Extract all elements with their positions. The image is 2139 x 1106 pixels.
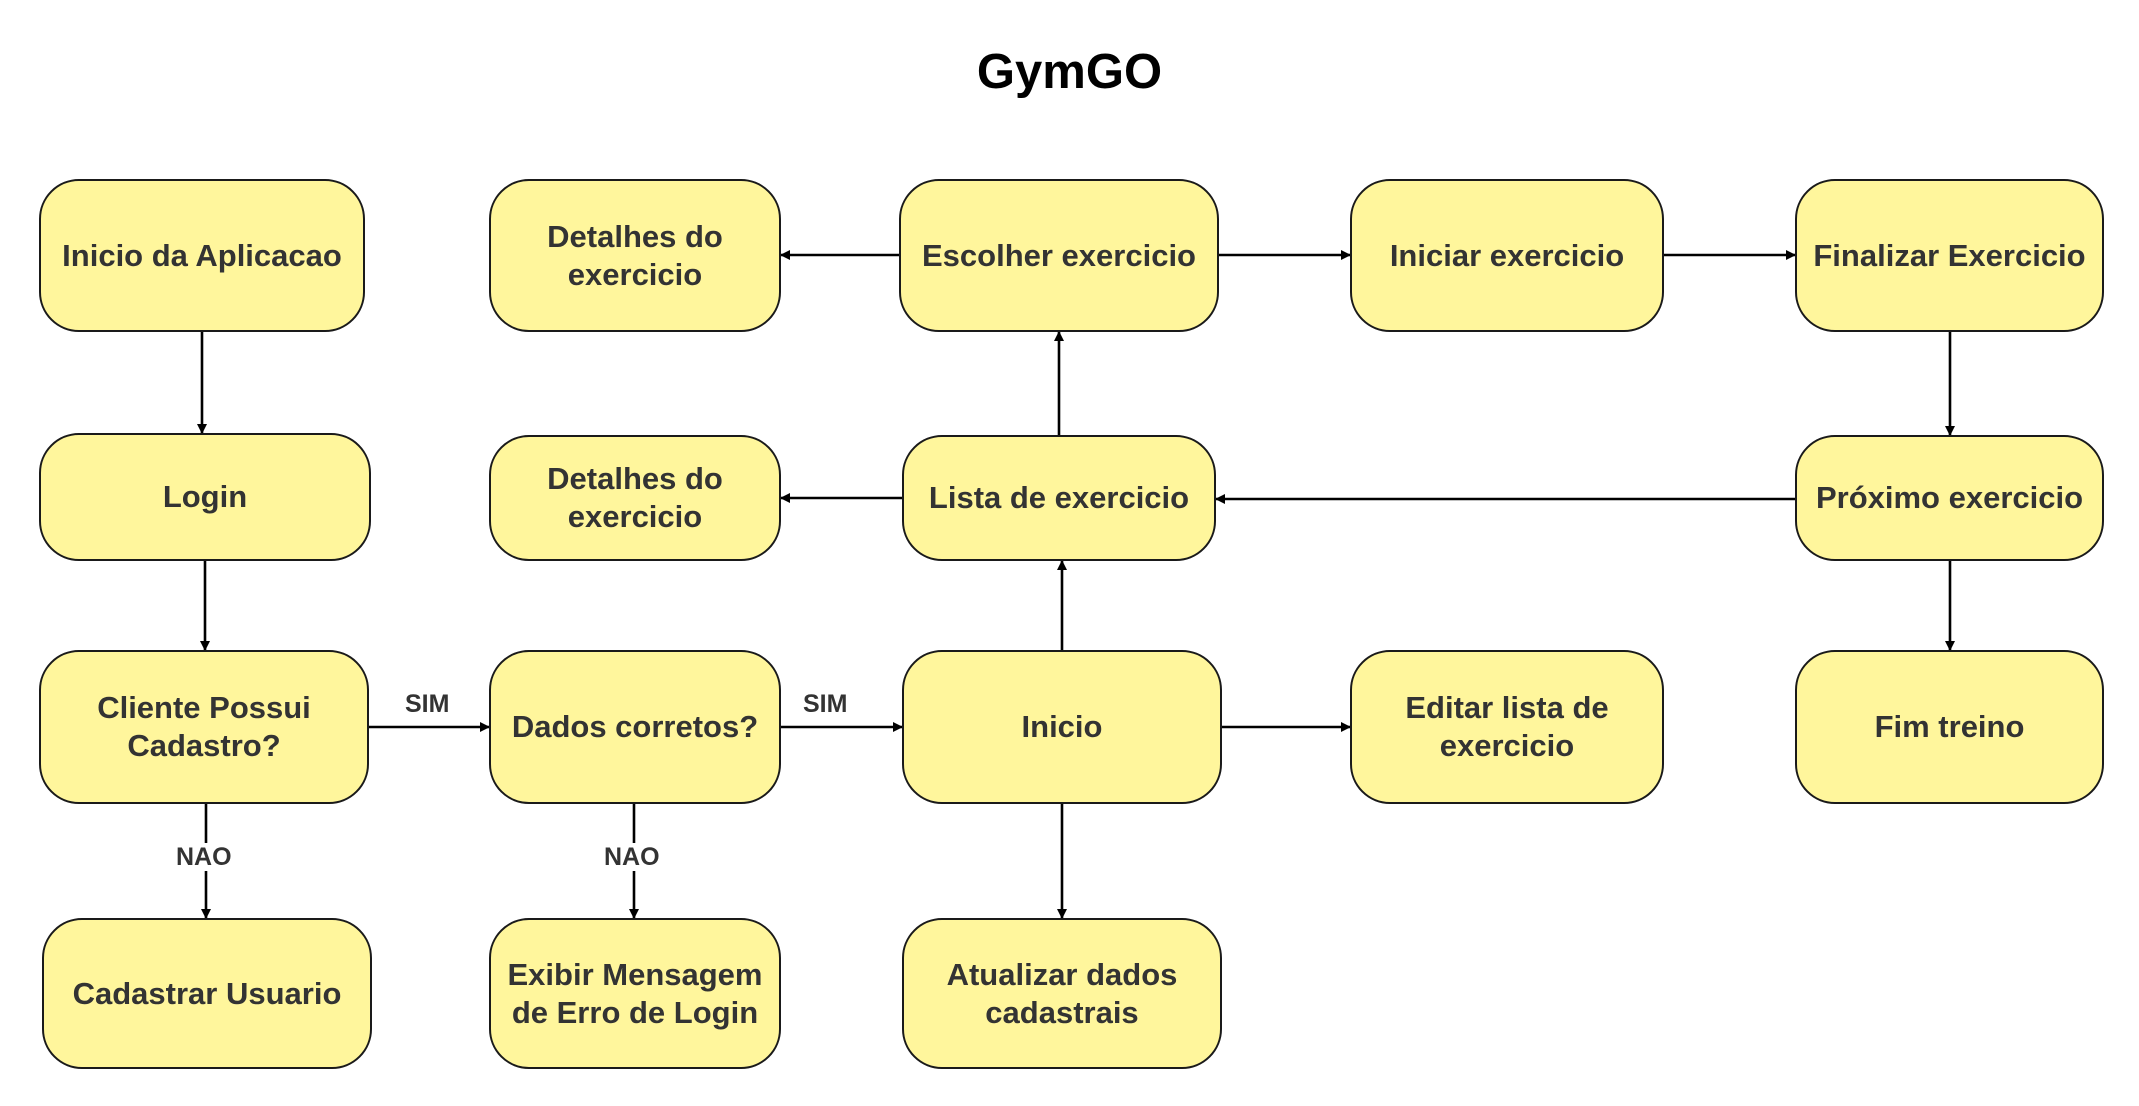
node-proximo-exercicio[interactable]: Próximo exercicio <box>1795 435 2104 561</box>
node-finalizar-exercicio[interactable]: Finalizar Exercicio <box>1795 179 2104 332</box>
node-lista-de-exercicio[interactable]: Lista de exercicio <box>902 435 1216 561</box>
node-editar-lista-de-exercicio[interactable]: Editar lista de exercicio <box>1350 650 1664 804</box>
node-cliente-possui-cadastro[interactable]: Cliente Possui Cadastro? <box>39 650 369 804</box>
node-dados-corretos[interactable]: Dados corretos? <box>489 650 781 804</box>
node-escolher-exercicio[interactable]: Escolher exercicio <box>899 179 1219 332</box>
node-exibir-mensagem-de-erro[interactable]: Exibir Mensagem de Erro de Login <box>489 918 781 1069</box>
node-inicio[interactable]: Inicio <box>902 650 1222 804</box>
node-login[interactable]: Login <box>39 433 371 561</box>
node-atualizar-dados-cadastrais[interactable]: Atualizar dados cadastrais <box>902 918 1222 1069</box>
node-inicio-da-aplicacao[interactable]: Inicio da Aplicacao <box>39 179 365 332</box>
node-iniciar-exercicio[interactable]: Iniciar exercicio <box>1350 179 1664 332</box>
edge-label-dados-sim: SIM <box>801 690 850 718</box>
node-detalhes-do-exercicio-mid[interactable]: Detalhes do exercicio <box>489 435 781 561</box>
edge-label-cadastro-nao: NAO <box>174 843 234 871</box>
node-cadastrar-usuario[interactable]: Cadastrar Usuario <box>42 918 372 1069</box>
edge-label-dados-nao: NAO <box>602 843 662 871</box>
edge-label-cadastro-sim: SIM <box>403 690 452 718</box>
node-fim-treino[interactable]: Fim treino <box>1795 650 2104 804</box>
node-detalhes-do-exercicio-top[interactable]: Detalhes do exercicio <box>489 179 781 332</box>
diagram-title: GymGO <box>976 45 1163 99</box>
